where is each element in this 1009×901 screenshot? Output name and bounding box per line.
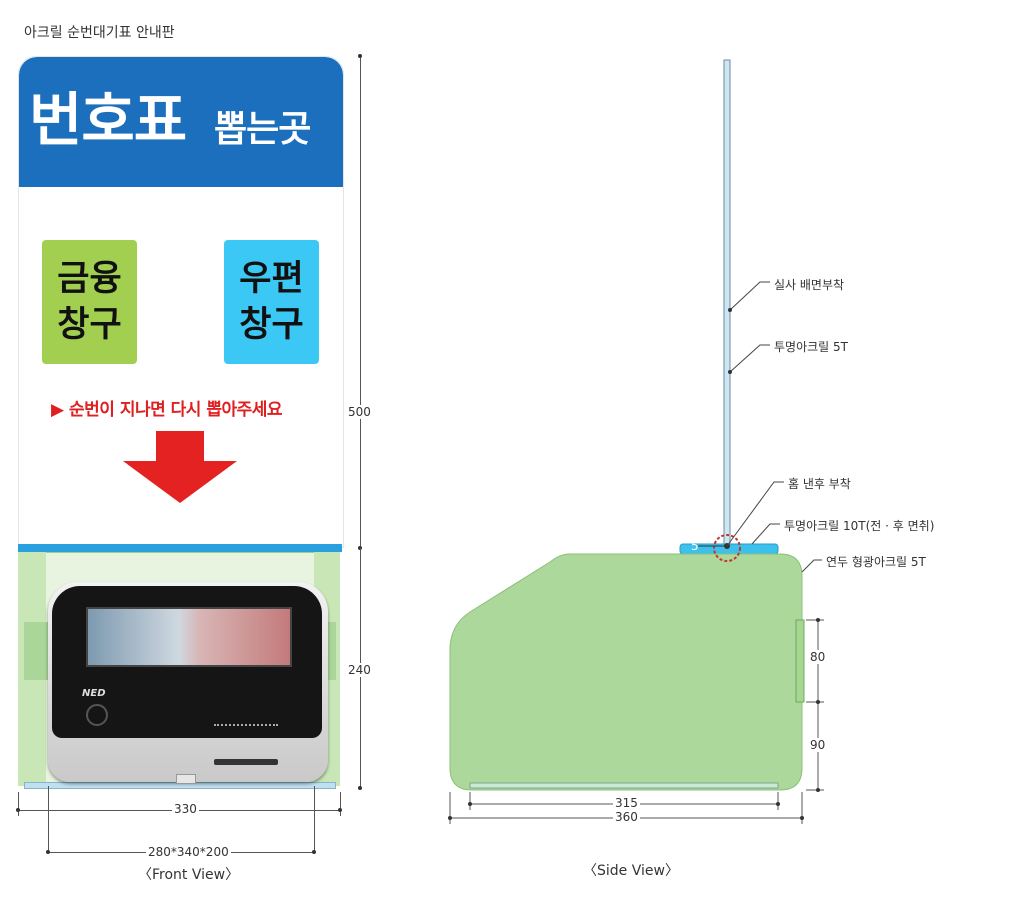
dim-ext-machine-left bbox=[48, 786, 49, 852]
dim-tick bbox=[312, 850, 316, 854]
ticket-tab bbox=[176, 774, 196, 784]
dim-tick bbox=[358, 786, 362, 790]
front-sign-panel: 번호표 뽑는곳 금융 창구 우편 창구 ▶ 순번이 지나면 다시 뽑아주세요 bbox=[18, 56, 344, 548]
ticket-slot bbox=[214, 759, 278, 765]
leader-clear10 bbox=[751, 523, 780, 545]
sign-title-main: 번호표 bbox=[29, 86, 187, 154]
machine-logo: NED bbox=[82, 688, 106, 699]
dim-label-330: 330 bbox=[172, 802, 199, 816]
sign-title-sub: 뽑는곳 bbox=[214, 109, 311, 150]
front-view-label: 〈Front View〉 bbox=[138, 867, 240, 883]
acrylic-pole bbox=[723, 59, 731, 547]
finance-window-line1: 금융 bbox=[57, 259, 122, 299]
dim-tick bbox=[16, 808, 20, 812]
machine-buttons-row bbox=[214, 724, 278, 729]
bottom-plate bbox=[469, 782, 779, 789]
dim-label-500: 500 bbox=[346, 405, 373, 419]
callout-clear-10t: 투명아크릴 10T(전 · 후 면취) bbox=[784, 519, 935, 533]
down-arrow-icon bbox=[123, 431, 237, 503]
postal-window-line1: 우편 bbox=[239, 259, 304, 299]
dim-label-5: 5 bbox=[691, 539, 699, 553]
dim-ext-machine-right bbox=[314, 786, 315, 852]
dim-tick bbox=[358, 54, 362, 58]
dim-label-90: 90 bbox=[808, 738, 828, 752]
finance-window-line2: 창구 bbox=[57, 305, 122, 345]
finance-window-box: 금융 창구 bbox=[42, 240, 137, 364]
leader-dot bbox=[728, 308, 732, 312]
dim-tick bbox=[816, 700, 820, 704]
dim-tick bbox=[776, 802, 780, 806]
leader-dot bbox=[728, 370, 732, 374]
page-title: 아크릴 순번대기표 안내판 bbox=[24, 25, 175, 41]
dim-line-500 bbox=[360, 56, 361, 546]
sign-base-bar bbox=[18, 544, 342, 552]
dim-tick bbox=[448, 816, 452, 820]
leader-print bbox=[729, 281, 770, 311]
dim-tick bbox=[46, 850, 50, 854]
dim-label-360: 360 bbox=[613, 810, 640, 824]
green-body bbox=[449, 553, 803, 791]
dim-tick bbox=[816, 618, 820, 622]
sign-header: 번호표 뽑는곳 bbox=[19, 57, 343, 187]
side-slot bbox=[795, 619, 805, 703]
notice-text: ▶ 순번이 지나면 다시 뽑아주세요 bbox=[51, 400, 283, 420]
callout-clear-5t: 투명아크릴 5T bbox=[774, 340, 848, 354]
dim-label-80: 80 bbox=[808, 650, 828, 664]
side-view-label: 〈Side View〉 bbox=[583, 863, 679, 879]
dim-tick bbox=[338, 808, 342, 812]
dim-label-machine: 280*340*200 bbox=[146, 845, 231, 859]
dim-tick bbox=[468, 802, 472, 806]
postal-window-box: 우편 창구 bbox=[224, 240, 319, 364]
dim-label-315: 315 bbox=[613, 796, 640, 810]
groove-detail-circle bbox=[713, 534, 741, 562]
callout-print-back: 실사 배면부착 bbox=[774, 278, 845, 292]
callout-groove: 홈 낸후 부착 bbox=[788, 477, 851, 491]
dim-ext-left bbox=[18, 792, 19, 816]
dim-ext-right bbox=[340, 792, 341, 816]
postal-window-line2: 창구 bbox=[239, 305, 304, 345]
leader-clear5 bbox=[729, 344, 770, 373]
leader-groove bbox=[726, 481, 784, 547]
callout-fluorescent: 연두 형광아크릴 5T bbox=[826, 555, 926, 569]
dim-tick bbox=[800, 816, 804, 820]
side-view-drawing bbox=[448, 59, 824, 824]
dim-label-240: 240 bbox=[346, 663, 373, 677]
leader-fluorescent bbox=[801, 559, 822, 573]
ticket-machine-screen bbox=[86, 607, 292, 667]
scanner-icon bbox=[86, 704, 108, 726]
dim-tick bbox=[816, 788, 820, 792]
